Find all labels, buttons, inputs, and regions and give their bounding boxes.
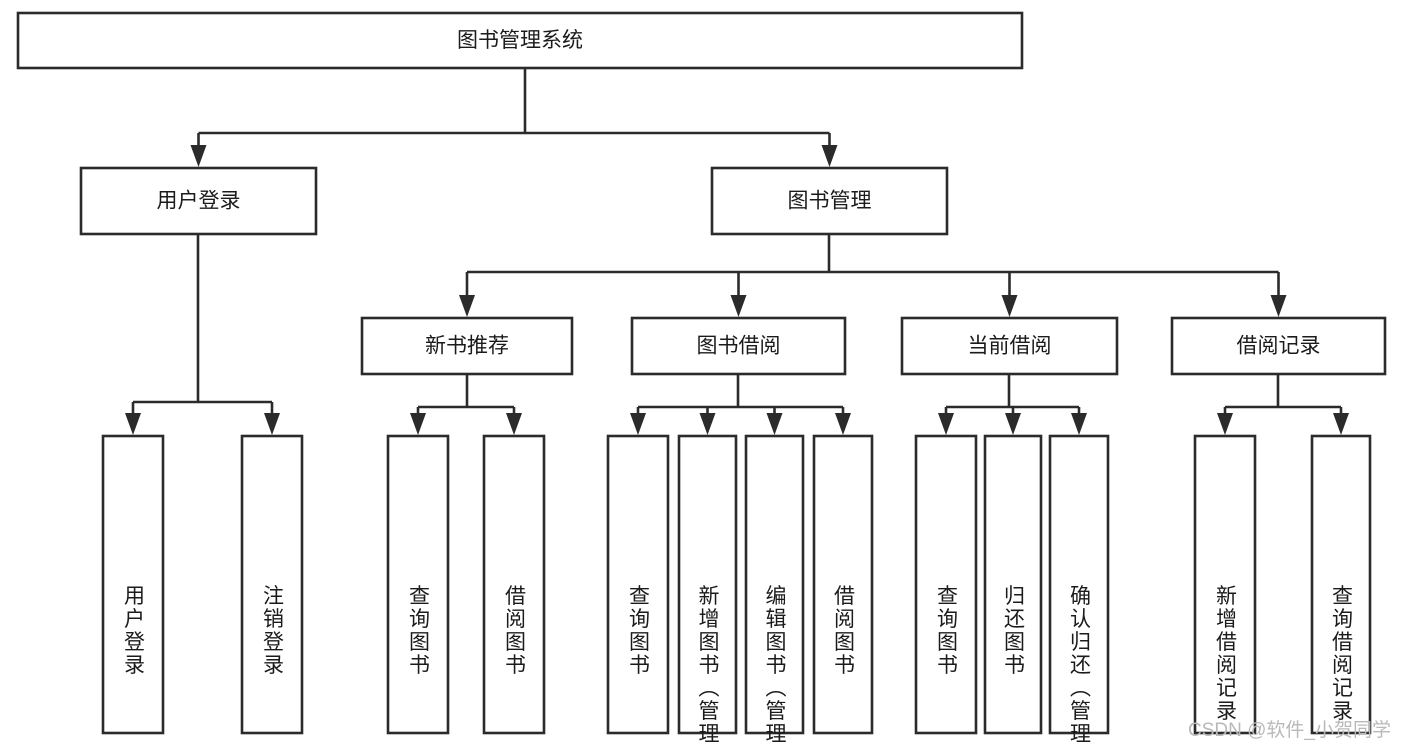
node-box-leaf-borrow-book-1[interactable] [482, 434, 546, 735]
edge-arrow-icon [506, 413, 522, 435]
node-label-leaf-query-book-3: 查询图书 [935, 585, 959, 677]
node-leaf-borrow-book-1[interactable]: 借阅图书 [482, 434, 546, 735]
node-box-current-borrow[interactable] [900, 316, 1119, 376]
node-label-book-manage: 图书管理 [788, 190, 872, 213]
node-leaf-borrow-book-2[interactable]: 借阅图书 [812, 434, 874, 735]
node-label-current-borrow: 当前借阅 [968, 335, 1052, 358]
edge-arrow-icon [1333, 413, 1349, 435]
node-label-leaf-borrow-book-1: 借阅图书 [503, 585, 527, 677]
node-label-leaf-user-login: 用户登录 [122, 585, 146, 677]
edges-layer [125, 68, 1349, 435]
node-label-leaf-confirm-return-admin: 确认归还（管理员） [1068, 585, 1092, 747]
node-user-login[interactable]: 用户登录 [79, 166, 318, 236]
node-leaf-query-book-2[interactable]: 查询图书 [606, 434, 670, 735]
node-box-borrow-record[interactable] [1170, 316, 1387, 376]
edge-arrow-icon [1071, 413, 1087, 435]
edge-arrow-icon [766, 413, 783, 435]
node-box-book-borrow[interactable] [630, 316, 847, 376]
node-book-borrow[interactable]: 图书借阅 [630, 316, 847, 376]
node-leaf-query-borrow-record[interactable]: 查询借阅记录 [1310, 434, 1372, 735]
node-leaf-user-login[interactable]: 用户登录 [101, 434, 165, 735]
node-box-leaf-edit-book-admin[interactable] [744, 434, 805, 735]
node-box-leaf-logout-login[interactable] [240, 434, 304, 735]
node-label-leaf-query-borrow-record: 查询借阅记录 [1330, 585, 1354, 723]
node-label-leaf-add-borrow-record: 新增借阅记录 [1214, 585, 1238, 723]
edge-arrow-icon [1270, 295, 1287, 317]
node-label-leaf-query-book-2: 查询图书 [627, 585, 651, 677]
node-leaf-add-borrow-record[interactable]: 新增借阅记录 [1193, 434, 1257, 735]
node-label-leaf-edit-book-admin: 编辑图书（管理员） [763, 585, 787, 747]
edge-arrow-icon [730, 295, 747, 317]
edge-arrow-icon [125, 413, 141, 435]
node-label-leaf-add-book-admin: 新增图书（管理员） [696, 585, 720, 747]
edge-arrow-icon [938, 413, 954, 435]
edge-arrow-icon [1217, 413, 1233, 435]
node-borrow-record[interactable]: 借阅记录 [1170, 316, 1387, 376]
node-box-leaf-query-book-1[interactable] [386, 434, 450, 735]
node-label-root: 图书管理系统 [457, 29, 583, 52]
node-label-leaf-logout-login: 注销登录 [261, 585, 285, 677]
edge-arrow-icon [821, 145, 838, 167]
node-new-book-recommend[interactable]: 新书推荐 [360, 316, 574, 376]
node-label-user-login: 用户登录 [157, 190, 241, 213]
node-leaf-edit-book-admin[interactable]: 编辑图书（管理员） [744, 434, 805, 747]
edge-arrow-icon [410, 413, 426, 435]
node-box-leaf-confirm-return-admin[interactable] [1048, 434, 1110, 735]
node-root[interactable]: 图书管理系统 [16, 11, 1024, 70]
node-leaf-query-book-3[interactable]: 查询图书 [914, 434, 978, 735]
node-box-leaf-query-borrow-record[interactable] [1310, 434, 1372, 735]
edge-arrow-icon [1005, 413, 1021, 435]
node-label-leaf-query-book-1: 查询图书 [407, 585, 431, 677]
node-leaf-add-book-admin[interactable]: 新增图书（管理员） [677, 434, 738, 747]
node-label-leaf-borrow-book-2: 借阅图书 [832, 585, 856, 677]
edge-arrow-icon [459, 295, 475, 317]
edge-arrow-icon [699, 413, 716, 435]
node-box-new-book-recommend[interactable] [360, 316, 574, 376]
node-label-book-borrow: 图书借阅 [697, 335, 781, 358]
node-book-manage[interactable]: 图书管理 [710, 166, 949, 236]
nodes-layer: 图书管理系统用户登录图书管理新书推荐图书借阅当前借阅借阅记录用户登录注销登录查询… [16, 11, 1387, 747]
edge-arrow-icon [264, 413, 280, 435]
watermark: CSDN @软件_小贺同学 [1188, 720, 1391, 741]
node-current-borrow[interactable]: 当前借阅 [900, 316, 1119, 376]
node-box-leaf-user-login[interactable] [101, 434, 165, 735]
edge-arrow-icon [1001, 295, 1018, 317]
node-box-leaf-add-borrow-record[interactable] [1193, 434, 1257, 735]
node-leaf-logout-login[interactable]: 注销登录 [240, 434, 304, 735]
node-box-leaf-query-book-3[interactable] [914, 434, 978, 735]
edge-arrow-icon [835, 413, 851, 435]
node-label-new-book-recommend: 新书推荐 [425, 335, 509, 358]
node-leaf-query-book-1[interactable]: 查询图书 [386, 434, 450, 735]
node-box-book-manage[interactable] [710, 166, 949, 236]
node-box-leaf-borrow-book-2[interactable] [812, 434, 874, 735]
node-box-root[interactable] [16, 11, 1024, 70]
node-box-leaf-return-book[interactable] [983, 434, 1043, 735]
node-box-user-login[interactable] [79, 166, 318, 236]
edge-arrow-icon [630, 413, 646, 435]
edge-arrow-icon [190, 145, 207, 167]
node-leaf-return-book[interactable]: 归还图书 [983, 434, 1043, 735]
node-box-leaf-query-book-2[interactable] [606, 434, 670, 735]
node-label-borrow-record: 借阅记录 [1237, 335, 1321, 358]
node-box-leaf-add-book-admin[interactable] [677, 434, 738, 735]
node-label-leaf-return-book: 归还图书 [1002, 585, 1026, 677]
node-leaf-confirm-return-admin[interactable]: 确认归还（管理员） [1048, 434, 1110, 747]
